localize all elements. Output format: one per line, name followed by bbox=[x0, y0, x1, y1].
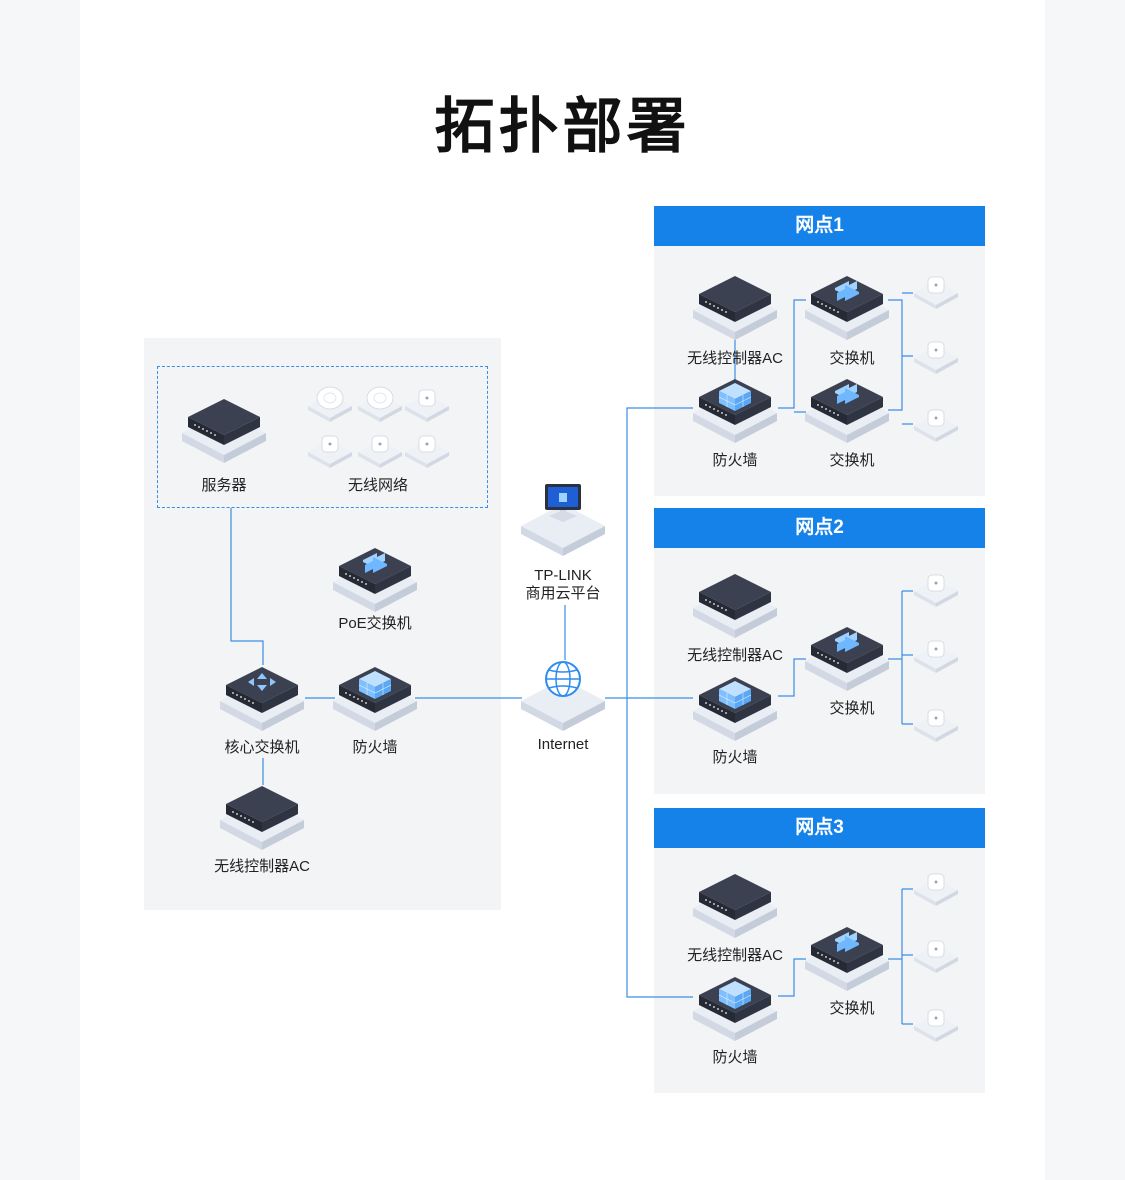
link-site1-firewall-switches bbox=[778, 299, 806, 413]
site2-ac-icon bbox=[693, 574, 777, 638]
link-site3-switch-aps bbox=[888, 888, 913, 1025]
site3-ac-icon bbox=[693, 874, 777, 938]
wall-ap-icon bbox=[307, 435, 353, 469]
wireless-network-label: 无线网络 bbox=[347, 477, 408, 494]
site-title-2: 网点2 bbox=[654, 508, 985, 548]
site2-firewall-label: 防火墙 bbox=[712, 749, 758, 766]
site-title-1: 网点1 bbox=[654, 206, 985, 246]
core-switch-icon bbox=[220, 667, 304, 731]
page-title: 拓扑部署 bbox=[434, 93, 691, 160]
cloud-platform-icon bbox=[521, 484, 605, 556]
hq-ac-label: 无线控制器AC bbox=[214, 858, 310, 875]
poe-switch-icon bbox=[333, 548, 417, 612]
site1-firewall-icon bbox=[693, 379, 777, 443]
internet-label: Internet bbox=[537, 736, 589, 753]
link-site1-switch-aps bbox=[888, 292, 913, 425]
site3-switch-icon bbox=[805, 927, 889, 991]
site1-ap-icon bbox=[913, 409, 959, 443]
wall-ap-icon bbox=[404, 389, 450, 423]
site1-switch-label: 交换机 bbox=[829, 350, 875, 367]
firewall-icon bbox=[333, 667, 417, 731]
link-trunk-site3 bbox=[626, 698, 693, 998]
poe-switch-label: PoE交换机 bbox=[338, 615, 412, 632]
internet-globe-icon bbox=[521, 662, 605, 731]
site1-switch-icon bbox=[805, 276, 889, 340]
site3-ap-icon bbox=[913, 940, 959, 974]
link-internet-trunk bbox=[605, 407, 693, 699]
cloud-platform-label-line1: TP-LINK bbox=[534, 567, 592, 584]
server-icon bbox=[182, 399, 266, 463]
site1-switch-label: 交换机 bbox=[829, 452, 875, 469]
link-site3-firewall-switch bbox=[778, 958, 806, 997]
site3-ap-icon bbox=[913, 873, 959, 907]
site1-firewall-label: 防火墙 bbox=[712, 452, 758, 469]
core-switch-label: 核心交换机 bbox=[224, 739, 300, 756]
site3-firewall-icon bbox=[693, 977, 777, 1041]
site3-ac-label: 无线控制器AC bbox=[687, 947, 783, 964]
site1-ap-icon bbox=[913, 276, 959, 310]
ceiling-ap-icon bbox=[307, 386, 353, 423]
link-site2-switch-aps bbox=[888, 590, 913, 725]
wall-ap-icon bbox=[357, 435, 403, 469]
site2-ac-label: 无线控制器AC bbox=[687, 647, 783, 664]
site2-switch-label: 交换机 bbox=[829, 700, 875, 717]
site2-ap-icon bbox=[913, 574, 959, 608]
server-label: 服务器 bbox=[201, 477, 247, 494]
wireless-controller-icon bbox=[220, 786, 304, 850]
cloud-platform-label-line2: 商用云平台 bbox=[525, 585, 601, 602]
site2-ap-icon bbox=[913, 640, 959, 674]
site1-ac-icon bbox=[693, 276, 777, 340]
wall-ap-icon bbox=[404, 435, 450, 469]
site3-firewall-label: 防火墙 bbox=[712, 1049, 758, 1066]
link-group-to-core bbox=[230, 508, 264, 665]
link-site2-firewall-switch bbox=[778, 658, 806, 697]
site2-firewall-icon bbox=[693, 677, 777, 741]
ceiling-ap-icon bbox=[357, 386, 403, 423]
site3-switch-label: 交换机 bbox=[829, 1000, 875, 1017]
site1-switch-icon bbox=[805, 379, 889, 443]
site2-switch-icon bbox=[805, 627, 889, 691]
site-title-3: 网点3 bbox=[654, 808, 985, 848]
hq-firewall-label: 防火墙 bbox=[352, 739, 398, 756]
site1-ac-label: 无线控制器AC bbox=[687, 350, 783, 367]
server-wireless-group bbox=[157, 366, 488, 508]
